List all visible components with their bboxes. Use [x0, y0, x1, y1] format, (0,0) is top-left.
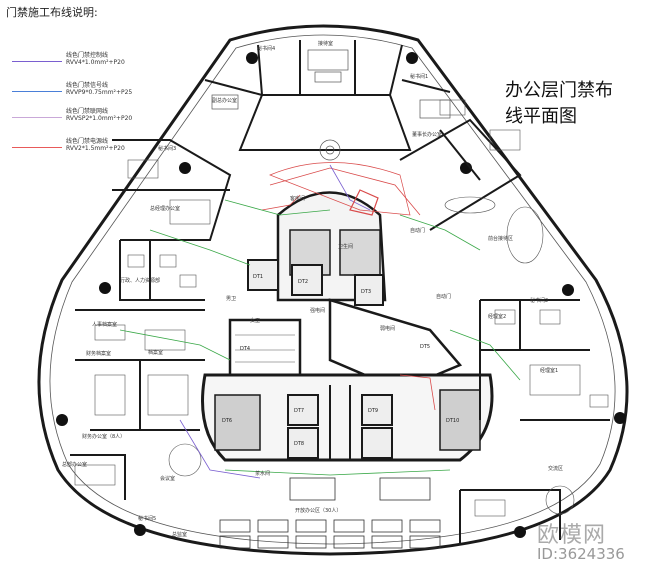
- room-label-cwda: 财务档案室: [86, 350, 111, 357]
- structural-columns: [56, 52, 626, 538]
- drawing-heading: 办公层门禁布 线平面图: [505, 78, 613, 130]
- room-label-chayi: 茶水间: [255, 470, 270, 477]
- lift-label-dt2: DT2: [298, 279, 308, 285]
- room-label-zidong1: 自动门: [410, 227, 425, 234]
- room-label-qiangjing: 强电间: [310, 307, 325, 314]
- room-label-ms5: 秘书间5: [138, 515, 156, 522]
- legend-label: 线色门禁控制线: [66, 52, 109, 59]
- drawing-heading-line2: 线平面图: [505, 106, 577, 127]
- watermark-brand: 欧模网: [537, 523, 607, 548]
- legend-spec: RVVP9*0.75mm²+P25: [66, 89, 133, 96]
- room-label-ms4: 秘书间4: [257, 45, 275, 52]
- room-label-dangan: 档案室: [148, 349, 163, 356]
- room-label-zongban: 总监室: [172, 531, 187, 538]
- room-label-nan: 男卫: [226, 296, 236, 302]
- legend-spec: RVV4*1.0mm²+P20: [66, 59, 125, 66]
- room-label-fuzong: 副总办公室: [212, 97, 237, 104]
- legend-item-network: 线色门禁联网线 RVVSP2*1.0mm²+P20: [6, 106, 176, 136]
- legend-label: 线色门禁电源线: [66, 138, 109, 145]
- room-label-nv: 女卫: [250, 317, 260, 324]
- left-wing-walls: [70, 139, 232, 500]
- legend-item-power: 线色门禁电源线 RVV2*1.5mm²+P20: [6, 136, 176, 166]
- legend-spec: RVVSP2*1.0mm²+P20: [66, 115, 133, 122]
- legend-title: 门禁施工布线说明:: [6, 6, 98, 19]
- top-wing-walls: [204, 40, 451, 151]
- room-label-jingli1: 经理室1: [540, 367, 558, 374]
- legend-swatch-power: [12, 147, 62, 148]
- room-label-ms2: 秘书间2: [530, 297, 548, 304]
- lift-label-dt1: DT1: [253, 274, 263, 280]
- room-label-zongjingli: 总经理办公室: [150, 205, 180, 212]
- room-label-zongbu: 总部办公室: [62, 461, 87, 468]
- legend-spec: RVV2*1.5mm²+P20: [66, 145, 125, 152]
- building-inner-outline: [49, 34, 616, 545]
- room-label-rsda: 人事档案室: [92, 321, 117, 328]
- left-furniture: [74, 159, 211, 486]
- room-label-ruodian: 弱电间: [380, 325, 395, 332]
- legend-swatch-signal: [12, 91, 62, 92]
- room-label-kaifang: 开放办公区（30人）: [295, 507, 341, 514]
- lift-label-dt6: DT6: [222, 418, 232, 424]
- room-label-huiyi: 会议室: [160, 475, 175, 482]
- room-label-zidong2: 自动门: [436, 293, 451, 300]
- room-label-weiji: 卫生间: [338, 243, 353, 250]
- watermark-id: ID:3624336: [537, 545, 625, 563]
- open-office-workstations: [219, 477, 441, 549]
- lift-label-dt7: DT7: [294, 408, 304, 414]
- lift-label-dt9: DT9: [368, 408, 378, 414]
- lift-label-dt4: DT4: [240, 346, 250, 352]
- lift-label-dt8: DT8: [294, 441, 304, 447]
- room-label-jiedai: 接待室: [318, 40, 333, 47]
- room-label-kefang: 客房间: [290, 195, 305, 202]
- right-wing-walls: [399, 118, 610, 545]
- room-label-ms3: 秘书间3: [158, 145, 176, 152]
- legend-label: 线色门禁联网线: [66, 108, 109, 115]
- room-label-caiwu: 财务办公室（8人）: [82, 433, 125, 440]
- central-core: [201, 191, 494, 462]
- lift-label-dt3: DT3: [361, 289, 371, 295]
- drawing-heading-line1: 办公层门禁布: [505, 80, 613, 101]
- room-label-jiaoliu: 交流区: [548, 465, 563, 472]
- building-outline: [37, 24, 629, 556]
- legend-item-signal: 线色门禁信号线 RVVP9*0.75mm²+P25: [6, 80, 176, 110]
- access-control-wiring: [119, 162, 521, 479]
- room-label-jingli2: 经理室2: [488, 313, 506, 320]
- lift-label-dt10: DT10: [446, 418, 459, 424]
- wiring-legend: 门禁施工布线说明: 线色门禁控制线 RVV4*1.0mm²+P20 线色门禁信号…: [6, 4, 176, 152]
- top-furniture: [211, 49, 451, 161]
- room-label-renshi: 行政、人力资源部: [120, 277, 160, 284]
- room-label-qiantai: 前台接待区: [488, 235, 513, 242]
- legend-swatch-network: [12, 117, 62, 118]
- legend-label: 线色门禁信号线: [66, 82, 109, 89]
- legend-swatch-control: [12, 61, 62, 62]
- legend-item-control: 线色门禁控制线 RVV4*1.0mm²+P20: [6, 50, 176, 80]
- room-label-ms1: 秘书间1: [410, 73, 428, 80]
- lift-label-dt5: DT5: [420, 344, 430, 350]
- room-label-dsz: 董事长办公室: [412, 131, 442, 138]
- right-furniture: [439, 99, 609, 517]
